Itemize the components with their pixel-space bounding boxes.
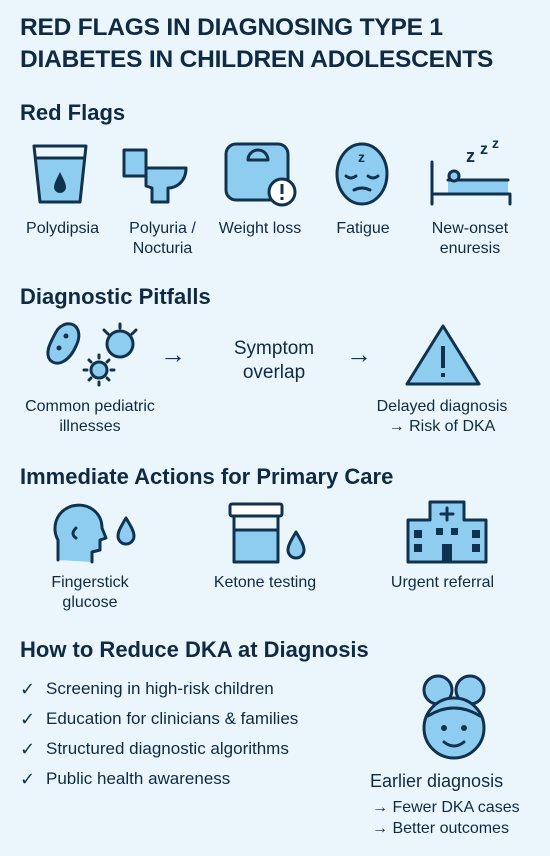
red-flag-label: Polydipsia [26,220,99,237]
pitfalls-heading: Diagnostic Pitfalls [20,284,211,309]
action-label: Urgent referral [390,574,495,591]
common-illness-label: Common pediatric illnesses [25,398,155,435]
red-flag-label: Fatigue [336,220,390,237]
svg-text:z: z [358,149,365,165]
red-flags-heading: Red Flags [20,100,126,125]
child-face-icon [422,674,486,760]
svg-text:z: z [480,141,488,158]
list-item: ✓ Screening in high-risk children [20,674,380,704]
actions-heading: Immediate Actions for Primary Care [20,464,394,489]
svg-text:z: z [466,146,475,166]
reduce-heading: How to Reduce DKA at Diagnosis [20,637,369,662]
action-label: Fingerstick glucose [51,574,129,611]
svg-text:z: z [492,135,499,151]
strategy-text: Education for clinicians & families [46,709,299,728]
dka-risk-label: → Risk of DKA [388,418,496,435]
check-icon: ✓ [20,708,36,729]
check-icon: ✓ [20,678,36,699]
symptom-overlap-label: Symptom overlap [233,338,315,383]
strategy-text: Structured diagnostic algorithms [46,739,289,758]
page-title: RED FLAGS IN DIAGNOSING TYPE 1 DIABETES … [20,14,494,73]
delayed-diagnosis-label: Delayed diagnosis [376,398,508,415]
toilet-icon [122,148,188,204]
flow-arrow: → [160,339,186,369]
ketone-cup-icon [228,502,306,564]
earlier-diagnosis-label: Earlier diagnosis [370,771,504,791]
check-icon: ✓ [20,738,36,759]
flow-arrow: → [346,339,372,369]
tired-face-icon: z [335,142,389,206]
red-flag-label: New-onset enuresis [431,220,509,257]
bed-icon: z z z [430,135,512,206]
warning-icon [405,324,481,386]
fingerstick-icon [53,503,136,564]
list-item: ✓ Public health awareness [20,764,380,794]
water-glass-icon [32,144,88,204]
outcome-text: → Fewer DKA cases [372,799,520,816]
hospital-icon [406,500,488,564]
strategy-text: Screening in high-risk children [46,679,274,698]
germs-icon [46,322,138,387]
red-flag-label: Weight loss [218,220,302,237]
action-label: Ketone testing [213,574,317,591]
scale-warning-icon [224,142,297,207]
outcome-text: → Better outcomes [372,820,509,837]
strategy-list: ✓ Screening in high-risk children ✓ Educ… [20,674,380,794]
check-icon: ✓ [20,768,36,789]
list-item: ✓ Education for clinicians & families [20,704,380,734]
strategy-text: Public health awareness [46,769,231,788]
list-item: ✓ Structured diagnostic algorithms [20,734,380,764]
red-flag-label: Polyuria / Nocturia [129,220,196,257]
